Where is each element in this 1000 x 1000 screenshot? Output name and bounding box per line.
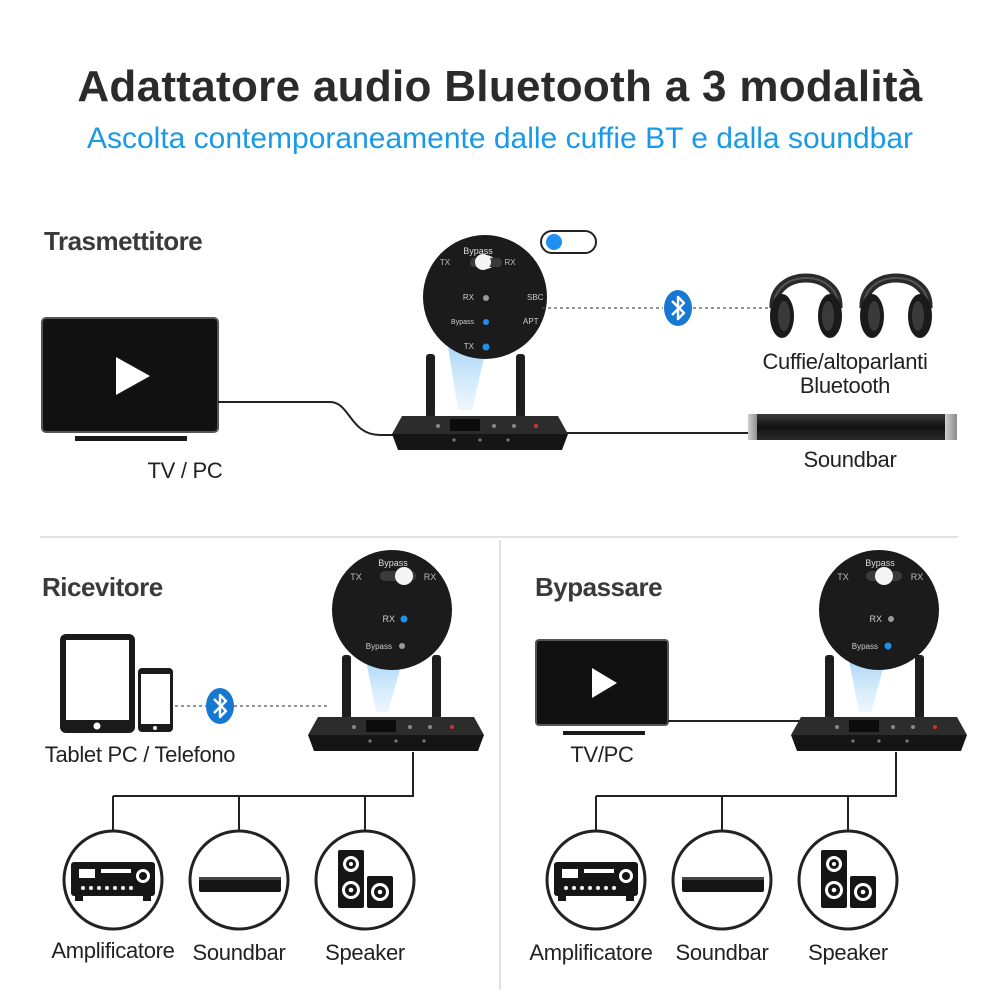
rx-panel-left: TX	[350, 572, 362, 582]
rx-panel-right: RX	[424, 572, 437, 582]
bypass-zoom-panel: Bypass TX RX RX Bypass	[819, 550, 939, 670]
bluetooth-icon	[204, 686, 236, 726]
page-subtitle: Ascolta contemporaneamente dalle cuffie …	[86, 122, 914, 155]
play-icon	[592, 668, 617, 698]
tx-panel-left: TX	[440, 258, 451, 267]
headphones-label-line2: Bluetooth	[799, 373, 891, 398]
source-label: Tablet PC / Telefono	[44, 742, 236, 767]
tv-cable	[218, 401, 405, 436]
soundbar-icon	[748, 414, 957, 440]
tx-panel-side2: APT	[523, 317, 539, 326]
tv-label: TV / PC	[147, 458, 223, 483]
rx-panel-led2: Bypass	[366, 642, 392, 651]
output-label-amplifier: Amplificatore	[51, 938, 175, 963]
phone-icon	[138, 668, 173, 732]
receiver-title: Ricevitore	[42, 572, 163, 602]
tx-led-tx	[482, 343, 490, 351]
amplifier-icon	[71, 862, 155, 901]
play-icon	[116, 357, 150, 395]
headphones-label: Cuffie/altoparlanti Bluetooth	[735, 350, 955, 398]
bypass-title: Bypassare	[535, 572, 663, 602]
rx-zoom-panel: Bypass TX RX RX Bypass	[332, 550, 452, 670]
tx-panel-led2: Bypass	[451, 319, 474, 326]
output-label-amplifier: Amplificatore	[529, 940, 653, 965]
tablet-icon	[60, 634, 135, 733]
bypass-source-label: TV/PC	[570, 742, 634, 767]
output-label-speaker: Speaker	[808, 940, 888, 965]
headphone-icon	[860, 278, 932, 338]
bluetooth-icon	[662, 288, 694, 328]
soundbar-icon	[682, 877, 764, 892]
bp-panel-left: TX	[837, 572, 849, 582]
rx-panel-led1: RX	[382, 614, 395, 624]
headphone-icon	[770, 278, 842, 338]
soundbar-label: Soundbar	[803, 447, 897, 472]
tx-led-bypass	[483, 319, 489, 325]
tv-monitor-icon	[41, 317, 219, 441]
tx-panel-switch-label: Bypass	[463, 246, 493, 256]
bypass-section: Bypass TX RX RX Bypass	[535, 550, 967, 931]
bp-panel-switch-label: Bypass	[865, 558, 895, 568]
page-title: Adattatore audio Bluetooth a 3 modalità	[77, 62, 923, 111]
output-label-soundbar: Soundbar	[675, 940, 769, 965]
tx-zoom-panel: Bypass TX RX RX Bypass TX SBC APT	[423, 235, 547, 359]
tx-led-rx	[483, 295, 489, 301]
headphones-label-line1: Cuffie/altoparlanti	[762, 349, 928, 374]
bp-panel-led1: RX	[869, 614, 882, 624]
tx-panel-right: RX	[504, 258, 516, 267]
amplifier-icon	[554, 862, 638, 901]
tx-panel-led1: RX	[463, 293, 475, 302]
mode-toggle-switch	[540, 230, 597, 254]
transmitter-section: Bypass TX RX RX Bypass TX SBC APT	[41, 230, 957, 450]
output-label-soundbar: Soundbar	[192, 940, 286, 965]
output-label-speaker: Speaker	[325, 940, 405, 965]
transmitter-title: Trasmettitore	[44, 226, 203, 256]
tv-monitor-icon	[535, 639, 669, 735]
bp-panel-right: RX	[911, 572, 924, 582]
rx-panel-switch-label: Bypass	[378, 558, 408, 568]
tx-panel-led3: TX	[464, 342, 475, 351]
tx-panel-side1: SBC	[527, 293, 544, 302]
bp-panel-led2: Bypass	[852, 642, 878, 651]
soundbar-icon	[199, 877, 281, 892]
receiver-section: Bypass TX RX RX Bypass	[60, 550, 484, 931]
